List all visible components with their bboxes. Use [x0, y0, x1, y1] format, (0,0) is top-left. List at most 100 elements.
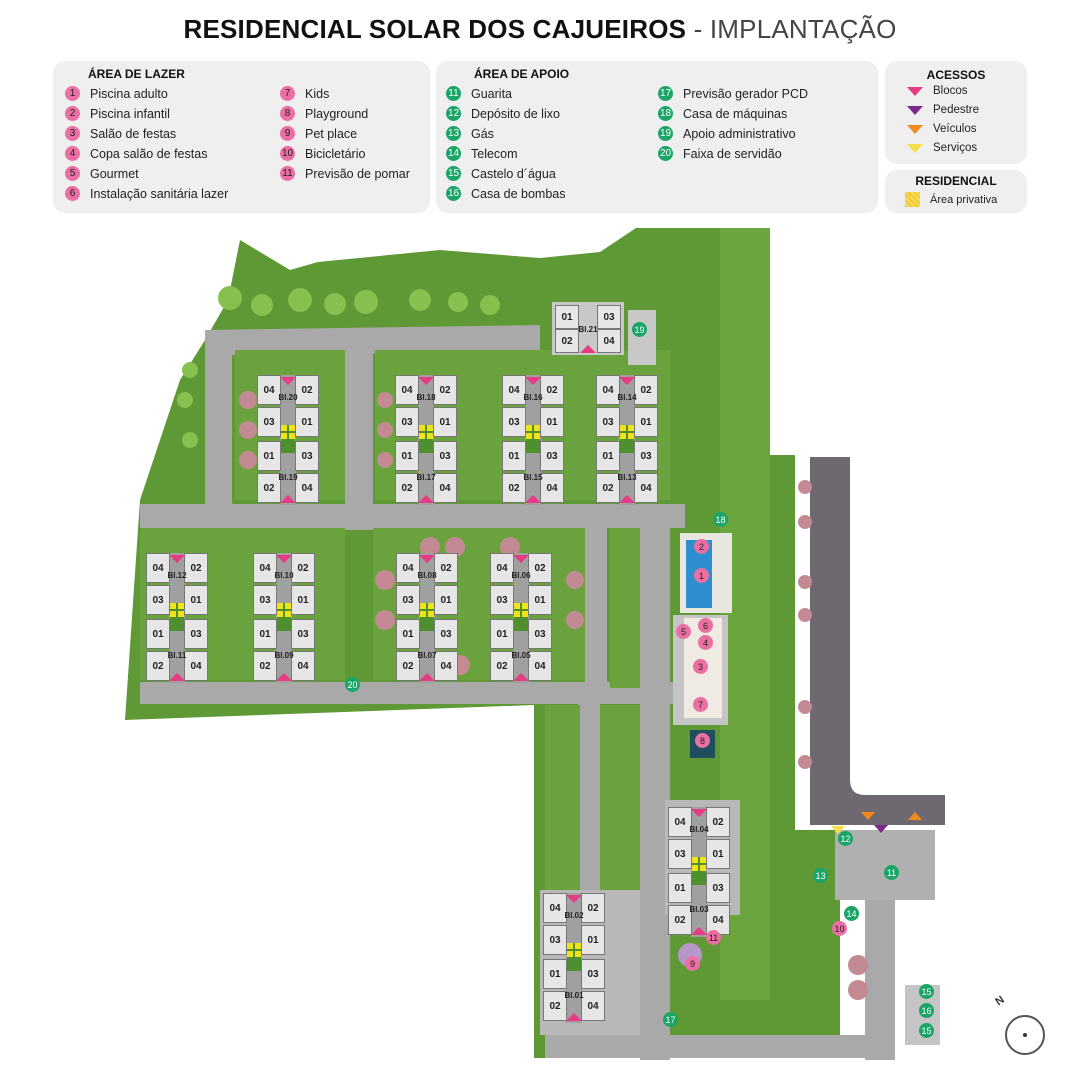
map-marker-8[interactable]: 8	[695, 733, 710, 748]
unit: 03	[146, 585, 170, 615]
stair-core	[566, 893, 582, 1023]
block-label: Bl.08	[417, 571, 437, 580]
private-area-icon	[692, 857, 706, 885]
legend-apoio-heading: ÁREA DE APOIO	[474, 67, 570, 81]
north-compass-icon	[1005, 1015, 1045, 1055]
map-marker-15[interactable]: 15	[919, 984, 934, 999]
legend-access-serviços: Serviços	[907, 142, 977, 154]
access-veículos-icon	[908, 812, 922, 820]
unit: 01	[434, 585, 458, 615]
unit: 02	[490, 651, 514, 681]
legend-item-label: Castelo d´água	[471, 166, 556, 181]
map-marker-14[interactable]: 14	[844, 906, 859, 921]
number-badge-icon: 4	[65, 146, 80, 161]
access-pedestre-icon	[874, 825, 888, 833]
unit: 04	[184, 651, 208, 681]
map-marker-12[interactable]: 12	[838, 831, 853, 846]
title-sub: - IMPLANTAÇÃO	[686, 14, 897, 44]
unit: 04	[253, 553, 277, 583]
block-access-arrow-icon	[691, 927, 707, 935]
number-badge-icon: 18	[658, 106, 673, 121]
block-21[interactable]: 01 03 02 04 Bl.21	[555, 305, 621, 353]
map-marker-19[interactable]: 19	[632, 322, 647, 337]
map-marker-11[interactable]: 11	[706, 930, 721, 945]
legend-access-label: Veículos	[933, 123, 977, 135]
block-label: Bl.02	[564, 911, 584, 920]
map-marker-17[interactable]: 17	[663, 1012, 678, 1027]
unit: 03	[490, 585, 514, 615]
unit: 02	[540, 375, 564, 405]
unit: 01	[528, 585, 552, 615]
unit: 04	[295, 473, 319, 503]
unit: 03	[291, 619, 315, 649]
map-marker-3[interactable]: 3	[693, 659, 708, 674]
unit: 01	[396, 619, 420, 649]
unit: 01	[291, 585, 315, 615]
map-marker-20[interactable]: 20	[345, 677, 360, 692]
number-badge-icon: 5	[65, 166, 80, 181]
private-area-icon	[567, 943, 581, 971]
map-marker-7[interactable]: 7	[693, 697, 708, 712]
unit: 04	[581, 991, 605, 1021]
map-marker-18[interactable]: 18	[713, 512, 728, 527]
unit: 01	[146, 619, 170, 649]
map-marker-10[interactable]: 10	[832, 921, 847, 936]
map-marker-13[interactable]: 13	[813, 868, 828, 883]
unit: 02	[433, 375, 457, 405]
block-access-arrow-icon	[418, 377, 434, 385]
map-marker-4[interactable]: 4	[698, 635, 713, 650]
map-marker-15[interactable]: 15	[919, 1023, 934, 1038]
unit: 03	[257, 407, 281, 437]
legend-access-label: Pedestre	[933, 104, 980, 116]
map-marker-5[interactable]: 5	[676, 624, 691, 639]
unit: 04	[540, 473, 564, 503]
stair-core	[619, 375, 635, 505]
block-label: Bl.09	[274, 651, 294, 660]
hatch-swatch-icon	[905, 192, 920, 207]
unit-01: 01	[555, 305, 579, 329]
block-access-arrow-icon	[691, 809, 707, 817]
number-badge-icon: 8	[280, 106, 295, 121]
stair-core	[280, 375, 296, 505]
map-marker-1[interactable]: 1	[694, 568, 709, 583]
unit: 03	[253, 585, 277, 615]
unit: 01	[295, 407, 319, 437]
block-access-arrow-icon	[169, 555, 185, 563]
unit: 02	[581, 893, 605, 923]
unit: 03	[395, 407, 419, 437]
unit: 03	[295, 441, 319, 471]
map-marker-6[interactable]: 6	[698, 618, 713, 633]
block-label: Bl.06	[511, 571, 531, 580]
unit: 04	[395, 375, 419, 405]
legend-item-label: Piscina adulto	[90, 86, 168, 101]
unit: 03	[543, 925, 567, 955]
legend-item-label: Bicicletário	[305, 146, 366, 161]
unit: 04	[706, 905, 730, 935]
legend-residencial-heading: RESIDENCIAL	[915, 174, 997, 188]
map-marker-11[interactable]: 11	[884, 865, 899, 880]
unit: 03	[540, 441, 564, 471]
legend-residencial-panel: RESIDENCIAL Área privativa	[885, 170, 1027, 213]
number-badge-icon: 6	[65, 186, 80, 201]
map-marker-16[interactable]: 16	[919, 1003, 934, 1018]
unit: 02	[291, 553, 315, 583]
unit: 04	[596, 375, 620, 405]
map-marker-9[interactable]: 9	[685, 956, 700, 971]
map-marker-2[interactable]: 2	[694, 539, 709, 554]
